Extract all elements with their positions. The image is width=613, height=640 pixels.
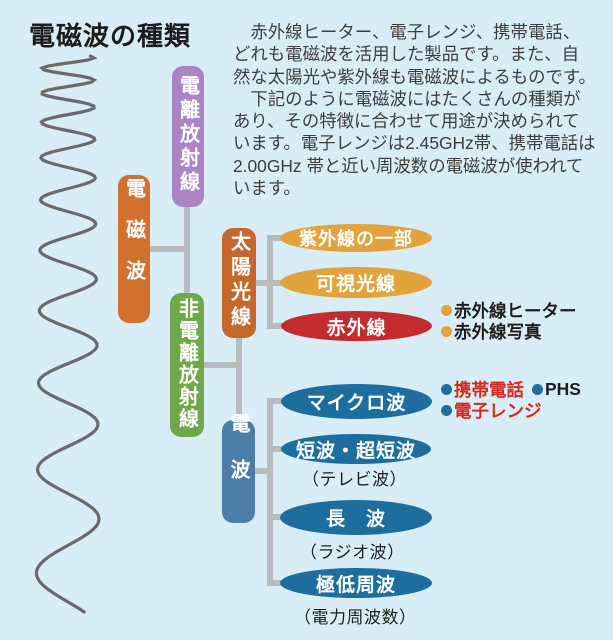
node-radio-wave-label: 電波	[227, 412, 249, 505]
connector-nonionizing-stub	[203, 362, 239, 368]
annotation-infrared-photo-label: 赤外線写真	[454, 322, 542, 342]
bullet-icon	[441, 305, 452, 316]
node-ionizing-radiation-label: 電離放射線	[176, 74, 199, 195]
note-radio-wave: （ラジオ波）	[300, 543, 405, 562]
node-em-wave: 電磁波	[118, 175, 150, 323]
leaf-infrared: 赤外線	[281, 311, 432, 341]
node-sunlight-label: 太陽光線	[227, 231, 250, 331]
bullet-icon	[441, 384, 452, 395]
connector-infrared-stub	[272, 323, 283, 329]
note-power-frequency: （電力周波数）	[294, 608, 417, 627]
leaf-shortwave: 短波・超短波	[281, 434, 431, 464]
node-ionizing-radiation: 電離放射線	[172, 66, 204, 207]
connector-radio-stub	[254, 468, 269, 474]
leaf-visible-light: 可視光線	[280, 267, 432, 298]
annotation-phs-label: PHS	[545, 379, 581, 399]
leaf-uv-part-label: 紫外線の一部	[299, 229, 413, 249]
connector-sunlight-radio-branch	[236, 336, 242, 422]
connector-visible-stub	[255, 280, 283, 286]
intro-text: 赤外線ヒーター、電子レンジ、携帯電話、 どれも電磁波を活用した製品です。また、自…	[233, 22, 596, 199]
annotation-infrared-heater-label: 赤外線ヒーター	[454, 301, 577, 321]
leaf-infrared-label: 赤外線	[326, 317, 387, 339]
annotation-group-infrared: 赤外線ヒーター 赤外線写真	[441, 300, 577, 342]
annotation-microwave-oven-row: 電子レンジ	[441, 400, 581, 421]
wave-illustration	[34, 54, 101, 614]
connector-emwave-stub	[149, 246, 187, 252]
node-em-wave-label: 電磁波	[122, 177, 145, 301]
connector-elf-stub	[272, 580, 282, 586]
leaf-visible-light-label: 可視光線	[315, 274, 396, 295]
connector-radio-bracket	[267, 398, 273, 586]
leaf-microwave-label: マイクロ波	[306, 393, 407, 414]
bullet-icon	[441, 326, 452, 337]
connector-ionizing-branch	[184, 205, 190, 297]
annotation-mobile-phs-row: 携帯電話 PHS	[441, 379, 581, 400]
leaf-longwave: 長 波	[280, 500, 432, 535]
leaf-microwave: マイクロ波	[281, 384, 432, 419]
annotation-group-microwave: 携帯電話 PHS 電子レンジ	[441, 379, 581, 421]
leaf-shortwave-label: 短波・超短波	[295, 440, 416, 462]
note-tv-wave: （テレビ波）	[302, 470, 407, 489]
connector-shortwave-stub	[272, 446, 283, 452]
leaf-longwave-label: 長 波	[325, 509, 386, 530]
annotation-mobile-phone-label: 携帯電話	[454, 380, 524, 400]
leaf-elf: 極低周波	[280, 568, 432, 598]
annotation-microwave-oven-label: 電子レンジ	[454, 401, 542, 421]
connector-uv-stub	[272, 235, 282, 241]
leaf-uv-part: 紫外線の一部	[280, 224, 432, 252]
node-non-ionizing-radiation-label: 非電離放射線	[175, 298, 198, 430]
annotation-infrared-heater: 赤外線ヒーター	[441, 300, 577, 321]
bullet-icon	[532, 384, 543, 395]
connector-longwave-stub	[272, 514, 282, 520]
node-non-ionizing-radiation: 非電離放射線	[170, 293, 204, 437]
annotation-infrared-photo: 赤外線写真	[441, 321, 577, 342]
connector-microwave-stub	[272, 398, 283, 404]
leaf-elf-label: 極低周波	[315, 574, 396, 596]
bullet-icon	[441, 405, 452, 416]
node-sunlight: 太陽光線	[222, 228, 256, 338]
page-title: 電磁波の種類	[29, 21, 192, 51]
node-radio-wave: 電波	[222, 413, 255, 523]
